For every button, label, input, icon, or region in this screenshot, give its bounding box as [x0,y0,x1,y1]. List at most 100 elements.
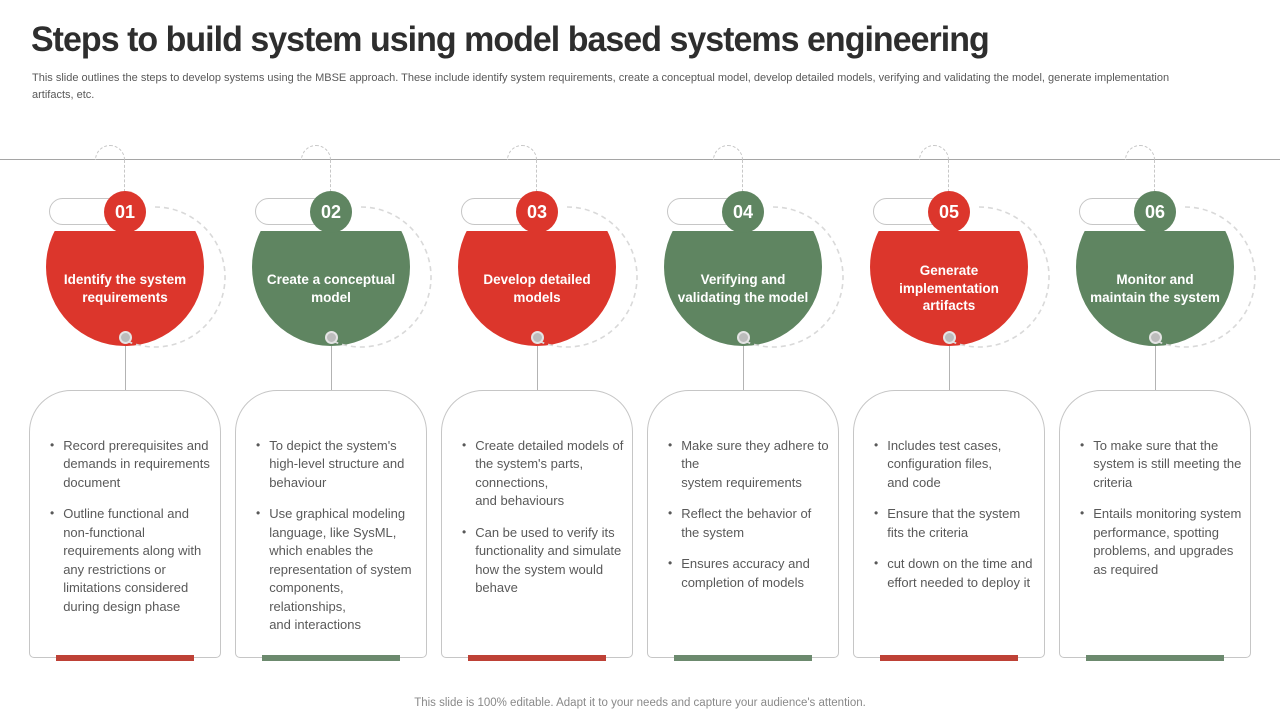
bullet-marker-icon: • [462,438,467,452]
bullet-marker-icon: • [1080,506,1085,521]
bullet-marker-icon: • [874,438,879,452]
bullet-item: • Make sure they adhere to the system req… [664,437,830,492]
step-column: Develop detailed models 03 •Create detai… [441,0,638,720]
bullet-list: •Create detailed models of the system's … [458,437,624,598]
timeline-bump-arc [919,145,949,160]
slide-title: Steps to build system using model based … [31,20,990,59]
step-number-badge: 03 [516,191,558,233]
bullet-list: • To make sure that the system is still m… [1076,437,1242,579]
dashed-connector-line [330,160,331,192]
timeline-bump-arc [507,145,537,160]
bullet-list: • Record prerequisites and demands in req… [46,437,212,616]
card-connector-line [1154,346,1156,390]
progress-dot-icon [325,331,338,344]
bullet-text: Can be used to verify its functionality … [475,524,622,596]
step-card: • Make sure they adhere to the system req… [647,390,839,661]
bullet-text: Outline functional and non-functional re… [63,506,202,614]
dashed-connector-line [948,160,949,192]
card-connector-line [330,346,332,390]
progress-dot-icon [531,331,544,344]
bullet-marker-icon: • [462,524,467,539]
bullet-item: • Record prerequisites and demands in req… [46,437,212,492]
bullet-marker-icon: • [874,556,879,571]
step-column: Verifying and validating the model 04 • M… [647,0,844,720]
step-circle-title: Verifying and validating the model [677,271,809,305]
bullet-text: Ensure that the system fits the criteria [887,506,1021,540]
step-circle-title: Develop detailed models [483,271,591,305]
step-circle-title: Generate implementation artifacts [899,263,999,314]
bullet-marker-icon: • [50,438,55,452]
step-circle-title: Create a conceptual model [266,271,396,305]
bullet-text: Record prerequisites and demands in requ… [63,438,210,490]
timeline-bump-arc [301,145,331,160]
bullet-marker-icon: • [256,438,261,452]
bullet-text: Includes test cases, configuration files… [887,438,1002,490]
timeline-bump-arc [95,145,125,160]
step-column: Create a conceptual model 02 •To depict … [235,0,432,720]
bullet-item: • Reflect the behavior of the system [664,505,830,542]
step-card: •Create detailed models of the system's … [441,390,633,661]
dashed-connector-line [1154,160,1155,192]
card-connector-line [124,346,126,390]
bullet-marker-icon: • [668,556,673,571]
progress-dot-icon [943,331,956,344]
card-accent-bar [880,655,1018,661]
card-accent-bar [674,655,812,661]
card-accent-bar [56,655,194,661]
step-card: • Record prerequisites and demands in req… [29,390,221,661]
bullet-item: • To make sure that the system is still m… [1076,437,1242,492]
bullet-text: Reflect the behavior of the system [681,506,812,540]
bullet-marker-icon: • [256,506,261,521]
dashed-connector-line [536,160,537,192]
bullet-list: •To depict the system's high-level struc… [252,437,418,635]
step-number-badge: 01 [104,191,146,233]
bullet-marker-icon: • [50,506,55,521]
bullet-item: •To depict the system's high-level struc… [252,437,418,492]
timeline-rule [0,159,1280,160]
slide-subtitle: This slide outlines the steps to develop… [32,72,1170,102]
bullet-text: Entails monitoring system performance, s… [1093,506,1242,577]
slide-footer: This slide is 100% editable. Adapt it to… [414,697,866,709]
card-connector-line [536,346,538,390]
bullet-item: • Use graphical modeling language, like S… [252,505,418,634]
bullet-marker-icon: • [1080,438,1085,452]
card-accent-bar [468,655,606,661]
timeline-bump-arc [713,145,743,160]
bullet-item: • Outline functional and non-functional r… [46,505,212,616]
card-accent-bar [1086,655,1224,661]
progress-dot-icon [737,331,750,344]
card-accent-bar [262,655,400,661]
step-card: • To make sure that the system is still m… [1059,390,1251,661]
step-number-badge: 06 [1134,191,1176,233]
bullet-text: Make sure they adhere to the system requ… [681,438,829,490]
progress-dot-icon [1149,331,1162,344]
step-card: • Includes test cases, configuration file… [853,390,1045,661]
bullet-list: • Make sure they adhere to the system req… [664,437,830,592]
step-circle-title: Monitor and maintain the system [1090,271,1220,305]
progress-dot-icon [119,331,132,344]
bullet-marker-icon: • [668,438,673,452]
timeline-bump-arc [1125,145,1155,160]
bullet-marker-icon: • [668,506,673,521]
step-number-badge: 04 [722,191,764,233]
bullet-marker-icon: • [874,506,879,521]
step-column: Generate implementation artifacts 05 • In… [853,0,1050,720]
step-column: Monitor and maintain the system 06 • To m… [1059,0,1256,720]
bullet-item: • cut down on the time and effort needed … [870,555,1036,592]
bullet-text: Ensures accuracy and completion of model… [681,556,810,590]
bullet-item: • Includes test cases, configuration file… [870,437,1036,492]
card-connector-line [948,346,950,390]
step-column: Identify the system requirements 01 • Rec… [29,0,226,720]
step-card: •To depict the system's high-level struc… [235,390,427,661]
bullet-list: • Includes test cases, configuration file… [870,437,1036,592]
step-number-badge: 02 [310,191,352,233]
dashed-connector-line [124,160,125,192]
bullet-text: Use graphical modeling language, like Sy… [269,506,412,633]
bullet-text: To make sure that the system is still me… [1093,438,1242,490]
bullet-text: cut down on the time and effort needed t… [887,556,1033,590]
step-circle-title: Identify the system requirements [63,271,187,305]
step-number-badge: 05 [928,191,970,233]
bullet-item: • Can be used to verify its functionality… [458,524,624,598]
bullet-item: • Ensure that the system fits the criteri… [870,505,1036,542]
